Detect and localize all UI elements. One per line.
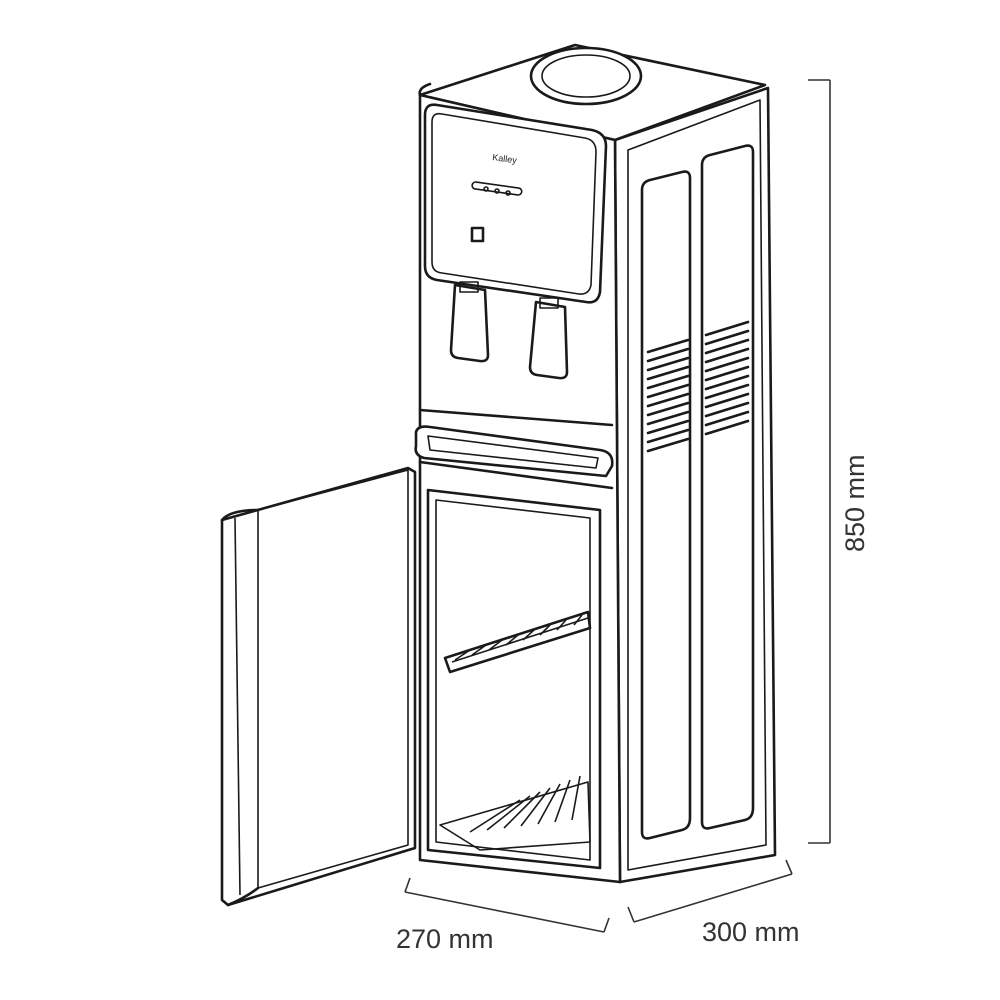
vent-slat xyxy=(704,320,750,337)
hot-water-tap xyxy=(449,283,490,363)
tray-bar xyxy=(503,791,541,829)
vent-slat xyxy=(646,410,690,426)
cold-water-tap xyxy=(528,300,569,380)
vent-slat xyxy=(646,383,690,399)
front-body: Kalley xyxy=(414,93,622,884)
vent-slat xyxy=(704,410,750,427)
shelf xyxy=(443,610,592,674)
bottom-tray xyxy=(439,775,591,851)
height-label: 850 mm xyxy=(840,454,870,552)
vent-slat xyxy=(704,329,750,346)
shelf-rail xyxy=(451,617,589,663)
vent-slat xyxy=(646,419,690,435)
indicator-lights xyxy=(471,181,523,196)
depth-label: 300 mm xyxy=(702,917,800,947)
tray-bar xyxy=(469,799,521,833)
shelf-bar xyxy=(454,649,471,661)
storage-cabinet xyxy=(426,488,602,870)
shelf-bar xyxy=(573,614,583,626)
vent-slat xyxy=(646,365,690,381)
vent-slat xyxy=(704,419,750,436)
tray-bar xyxy=(520,787,551,827)
shelf-bar xyxy=(471,644,487,656)
width-dimension: 270 mm xyxy=(396,877,610,954)
control-panel xyxy=(423,103,608,304)
side-panel xyxy=(613,86,777,884)
shelf-bar xyxy=(488,639,503,651)
vent-slat xyxy=(646,356,690,372)
width-label: 270 mm xyxy=(396,924,494,954)
vent-slat xyxy=(704,365,750,382)
tray-bar xyxy=(554,779,571,823)
brand-logo: Kalley xyxy=(492,152,518,165)
vent-slat xyxy=(646,347,690,363)
depth-dimension: 300 mm xyxy=(627,859,800,947)
power-switch-icon xyxy=(470,226,485,243)
vent-slat xyxy=(646,338,690,354)
tray-bar xyxy=(537,783,561,825)
vent-slat xyxy=(704,347,750,364)
vent-slat xyxy=(646,437,690,453)
vent-slat xyxy=(704,383,750,400)
tray-bar xyxy=(571,775,581,821)
vent-slat xyxy=(646,428,690,444)
bottle-opening xyxy=(529,46,643,106)
tray-bar xyxy=(486,795,531,831)
vent-slat xyxy=(646,392,690,408)
cabinet-door xyxy=(220,466,417,907)
vent-slat xyxy=(646,401,690,417)
vent-grille xyxy=(646,320,750,453)
vent-slat xyxy=(646,374,690,390)
top-lid xyxy=(418,43,767,142)
vent-slat xyxy=(704,338,750,355)
height-dimension: 850 mm xyxy=(808,79,870,844)
vent-slat xyxy=(704,374,750,391)
vent-slat xyxy=(704,356,750,373)
vent-slat xyxy=(704,392,750,409)
vent-slat xyxy=(704,401,750,418)
